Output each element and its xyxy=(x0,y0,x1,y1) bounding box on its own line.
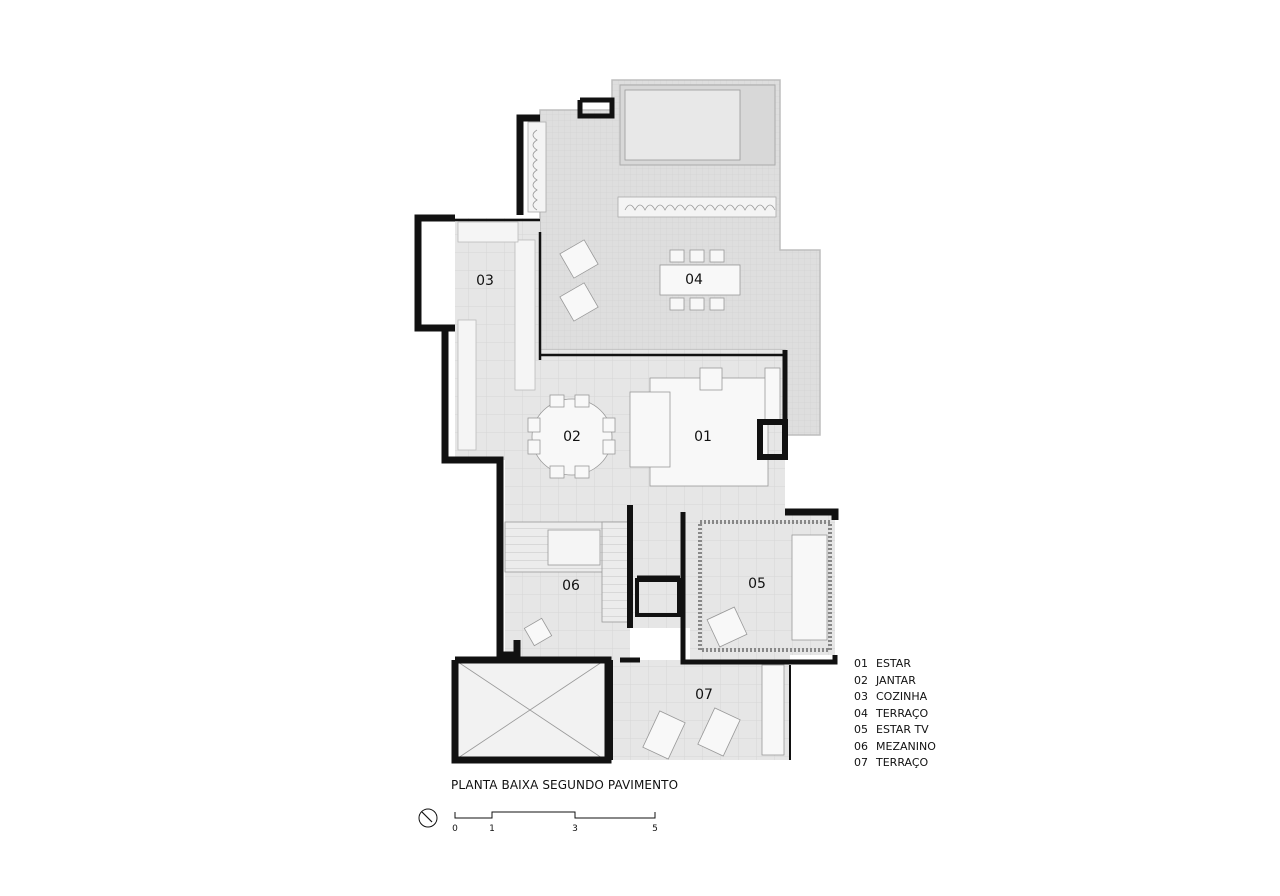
legend-name: COZINHA xyxy=(876,690,928,703)
estar-tv-deck xyxy=(698,520,832,652)
legend-name: TERRAÇO xyxy=(876,706,929,720)
legend-num: 05 xyxy=(854,723,868,736)
legend-item: 05 ESTAR TV xyxy=(854,722,936,739)
legend-name: MEZANINO xyxy=(876,739,936,753)
legend-item: 06 MEZANINO xyxy=(854,739,936,756)
legend-num: 02 xyxy=(854,673,868,687)
scale-bar: 0 1 3 5 xyxy=(452,811,658,834)
scale-tick-3: 3 xyxy=(572,824,578,834)
legend-num: 06 xyxy=(854,739,868,753)
legend-name: ESTAR TV xyxy=(876,723,929,736)
legend-name: ESTAR xyxy=(876,657,911,670)
terrace-04-furniture xyxy=(559,239,741,322)
room-label-01: 01 xyxy=(694,429,712,445)
legend-num: 04 xyxy=(854,706,868,720)
room-label-04: 04 xyxy=(685,272,703,288)
scale-tick-0: 0 xyxy=(452,824,458,834)
legend-num: 01 xyxy=(854,657,868,670)
scale-tick-1: 1 xyxy=(489,824,495,834)
void-area xyxy=(454,659,606,761)
walls xyxy=(414,97,839,764)
room-label-07: 07 xyxy=(695,687,713,703)
room-label-02: 02 xyxy=(563,429,581,445)
terrace-07-furniture xyxy=(523,617,785,760)
legend-item: 07 TERRAÇO xyxy=(854,755,936,772)
room-label-05: 05 xyxy=(748,576,766,592)
legend-item: 04 TERRAÇO xyxy=(854,706,936,723)
scale-tick-5: 5 xyxy=(652,824,658,834)
plan-title: PLANTA BAIXA SEGUNDO PAVIMENTO xyxy=(451,778,679,792)
room-label-03: 03 xyxy=(476,273,494,289)
legend-item: 01 ESTAR xyxy=(854,656,936,673)
legend-num: 07 xyxy=(854,756,868,769)
dining-furniture xyxy=(527,394,616,479)
legend-num: 03 xyxy=(854,690,868,703)
north-arrow-icon xyxy=(418,808,438,828)
legend-item: 02 JANTAR xyxy=(854,673,936,690)
room-label-06: 06 xyxy=(562,578,580,594)
estar-tv-furniture xyxy=(706,534,828,648)
legend-name: TERRAÇO xyxy=(876,756,929,769)
legend-item: 03 COZINHA xyxy=(854,689,936,706)
legend-name: JANTAR xyxy=(876,673,916,687)
living-furniture xyxy=(629,367,781,487)
kitchen-counter xyxy=(514,239,536,391)
